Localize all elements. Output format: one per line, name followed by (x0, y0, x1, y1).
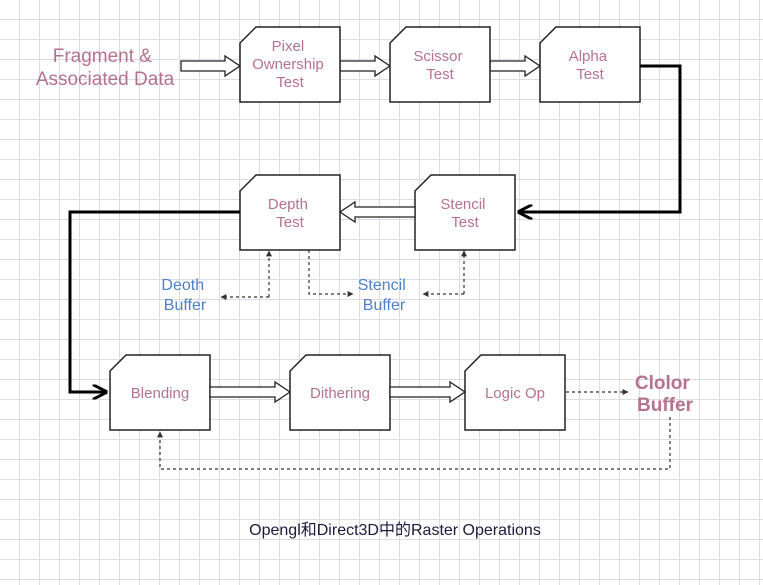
pixel-ownership-test-label: Pixel Ownership Test (252, 38, 328, 91)
arrow-stencil-to-depth (338, 200, 416, 224)
blending-box: Blending (109, 354, 211, 431)
depth-buffer-label: Deoth Buffer (161, 277, 208, 314)
arrow-pixel-to-scissor (339, 54, 392, 78)
arrow-input-to-pixel (180, 54, 242, 78)
dash-color-buffer-to-blending (157, 417, 671, 470)
scissor-test-box: Scissor Test (389, 26, 491, 103)
alpha-test-box: Alpha Test (539, 26, 641, 103)
dithering-box: Dithering (289, 354, 391, 431)
input-label: Fragment & Associated Data (36, 46, 175, 90)
stencil-buffer-label: Stencil Buffer (358, 277, 410, 314)
stencil-test-box: Stencil Test (414, 174, 516, 251)
alpha-test-label: Alpha Test (569, 48, 612, 83)
blending-label: Blending (131, 385, 189, 402)
arrow-scissor-to-alpha (489, 54, 542, 78)
depth-test-label: Depth Test (268, 196, 312, 231)
logic-op-box: Logic Op (464, 354, 566, 431)
logic-op-label: Logic Op (485, 385, 545, 402)
color-buffer-label: Clolor Buffer (635, 373, 695, 416)
connector-alpha-to-stencil (519, 64, 682, 212)
diagram-caption: Opengl和Direct3D中的Raster Operations (249, 521, 541, 539)
depth-test-box: Depth Test (239, 174, 341, 251)
stencil-test-label: Stencil Test (440, 196, 489, 231)
dithering-label: Dithering (310, 385, 370, 402)
connector-depth-to-blending (68, 210, 240, 392)
arrow-blending-to-dithering (209, 380, 292, 404)
pixel-ownership-test-box: Pixel Ownership Test (239, 26, 341, 103)
scissor-test-label: Scissor Test (413, 48, 466, 83)
arrow-dithering-to-logic-op (389, 380, 467, 404)
dash-depth-test-to-stencil-buffer (308, 250, 354, 297)
